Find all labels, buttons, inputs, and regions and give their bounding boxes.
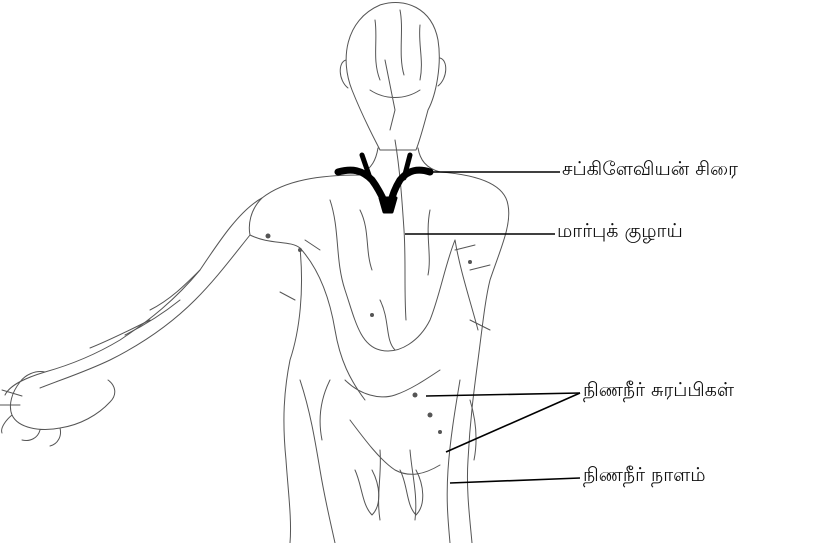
hand-outline — [0, 372, 115, 446]
leader-lymph-nodes-1 — [426, 393, 580, 396]
subclavian-vein-shape — [338, 155, 430, 212]
label-subclavian-vein: சப்கிளேவியன் சிரை — [562, 160, 738, 179]
label-lymph-nodes: நிணநீர் சுரப்பிகள் — [583, 381, 734, 400]
head-outline — [346, 2, 439, 150]
leader-lymph-vessel — [450, 478, 580, 483]
arm-outline — [5, 198, 262, 395]
label-lymph-vessel: நிணநீர் நாளம் — [583, 466, 706, 485]
label-thoracic-duct: மார்புக் குழாய் — [557, 222, 683, 241]
leader-lymph-nodes-2 — [446, 393, 580, 452]
